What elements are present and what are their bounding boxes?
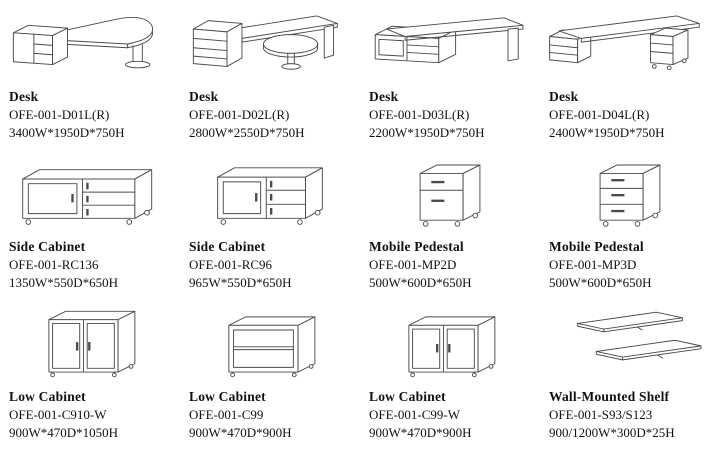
mobile-pedestal-mp2d-illustration-icon xyxy=(360,150,540,238)
product-info: Desk OFE-001-D04L(R) 2400W*1950D*750H xyxy=(540,88,720,142)
product-card-mobile-pedestal-mp3d: Mobile Pedestal OFE-001-MP3D 500W*600D*6… xyxy=(540,150,720,300)
product-model: OFE-001-MP2D xyxy=(369,256,457,272)
desk-d02-illustration-icon xyxy=(180,0,360,88)
product-model: OFE-001-RC136 xyxy=(9,256,99,272)
product-card-desk-d03: Desk OFE-001-D03L(R) 2200W*1950D*750H xyxy=(360,0,540,150)
mobile-pedestal-mp3d-illustration-icon xyxy=(540,150,720,238)
desk-d01-illustration-icon xyxy=(0,0,180,88)
product-card-low-cabinet-c910w: Low Cabinet OFE-001-C910-W 900W*470D*105… xyxy=(0,300,180,450)
product-name: Desk xyxy=(369,89,399,104)
low-cabinet-c99-illustration-icon xyxy=(180,300,360,388)
low-cabinet-c910w-illustration-icon xyxy=(0,300,180,388)
product-size: 3400W*1950D*750H xyxy=(9,124,125,140)
product-name: Low Cabinet xyxy=(369,389,446,404)
side-cabinet-rc136-illustration-icon xyxy=(0,150,180,238)
product-model: OFE-001-D01L(R) xyxy=(9,106,110,122)
product-name: Wall-Mounted Shelf xyxy=(549,389,670,404)
product-card-desk-d02: Desk OFE-001-D02L(R) 2800W*2550D*750H xyxy=(180,0,360,150)
low-cabinet-c99w-illustration-icon xyxy=(360,300,540,388)
product-model: OFE-001-D04L(R) xyxy=(549,106,650,122)
product-info: Wall-Mounted Shelf OFE-001-S93/S123 900/… xyxy=(540,388,720,442)
product-size: 900W*470D*900H xyxy=(369,424,472,440)
product-card-side-cabinet-rc96: Side Cabinet OFE-001-RC96 965W*550D*650H xyxy=(180,150,360,300)
product-info: Mobile Pedestal OFE-001-MP2D 500W*600D*6… xyxy=(360,238,540,292)
wall-shelf-illustration-icon xyxy=(540,300,720,388)
product-card-wall-shelf: Wall-Mounted Shelf OFE-001-S93/S123 900/… xyxy=(540,300,720,450)
product-model: OFE-001-MP3D xyxy=(549,256,637,272)
product-size: 965W*550D*650H xyxy=(189,274,292,290)
product-card-desk-d04: Desk OFE-001-D04L(R) 2400W*1950D*750H xyxy=(540,0,720,150)
product-model: OFE-001-D03L(R) xyxy=(369,106,470,122)
product-info: Low Cabinet OFE-001-C99-W 900W*470D*900H xyxy=(360,388,540,442)
product-model: OFE-001-C910-W xyxy=(9,406,107,422)
product-size: 900W*470D*900H xyxy=(189,424,292,440)
product-info: Mobile Pedestal OFE-001-MP3D 500W*600D*6… xyxy=(540,238,720,292)
product-model: OFE-001-C99-W xyxy=(369,406,460,422)
product-size: 500W*600D*650H xyxy=(549,274,652,290)
product-size: 2800W*2550D*750H xyxy=(189,124,305,140)
product-size: 1350W*550D*650H xyxy=(9,274,119,290)
product-name: Desk xyxy=(549,89,579,104)
desk-d03-illustration-icon xyxy=(360,0,540,88)
product-info: Desk OFE-001-D02L(R) 2800W*2550D*750H xyxy=(180,88,360,142)
product-card-side-cabinet-rc136: Side Cabinet OFE-001-RC136 1350W*550D*65… xyxy=(0,150,180,300)
product-info: Low Cabinet OFE-001-C99 900W*470D*900H xyxy=(180,388,360,442)
product-card-low-cabinet-c99: Low Cabinet OFE-001-C99 900W*470D*900H xyxy=(180,300,360,450)
product-model: OFE-001-D02L(R) xyxy=(189,106,290,122)
product-model: OFE-001-C99 xyxy=(189,406,264,422)
product-name: Desk xyxy=(189,89,219,104)
product-card-desk-d01: Desk OFE-001-D01L(R) 3400W*1950D*750H xyxy=(0,0,180,150)
product-info: Low Cabinet OFE-001-C910-W 900W*470D*105… xyxy=(0,388,180,442)
product-model: OFE-001-RC96 xyxy=(189,256,273,272)
product-info: Desk OFE-001-D03L(R) 2200W*1950D*750H xyxy=(360,88,540,142)
product-name: Low Cabinet xyxy=(189,389,266,404)
product-card-mobile-pedestal-mp2d: Mobile Pedestal OFE-001-MP2D 500W*600D*6… xyxy=(360,150,540,300)
product-name: Side Cabinet xyxy=(189,239,266,254)
product-info: Desk OFE-001-D01L(R) 3400W*1950D*750H xyxy=(0,88,180,142)
product-size: 500W*600D*650H xyxy=(369,274,472,290)
product-info: Side Cabinet OFE-001-RC136 1350W*550D*65… xyxy=(0,238,180,292)
product-size: 900/1200W*300D*25H xyxy=(549,424,675,440)
desk-d04-illustration-icon xyxy=(540,0,720,88)
product-name: Desk xyxy=(9,89,39,104)
product-name: Mobile Pedestal xyxy=(549,239,644,254)
product-size: 2200W*1950D*750H xyxy=(369,124,485,140)
product-info: Side Cabinet OFE-001-RC96 965W*550D*650H xyxy=(180,238,360,292)
product-model: OFE-001-S93/S123 xyxy=(549,406,653,422)
side-cabinet-rc96-illustration-icon xyxy=(180,150,360,238)
product-name: Side Cabinet xyxy=(9,239,86,254)
product-name: Low Cabinet xyxy=(9,389,86,404)
product-card-low-cabinet-c99w: Low Cabinet OFE-001-C99-W 900W*470D*900H xyxy=(360,300,540,450)
product-size: 2400W*1950D*750H xyxy=(549,124,665,140)
product-size: 900W*470D*1050H xyxy=(9,424,119,440)
product-name: Mobile Pedestal xyxy=(369,239,464,254)
